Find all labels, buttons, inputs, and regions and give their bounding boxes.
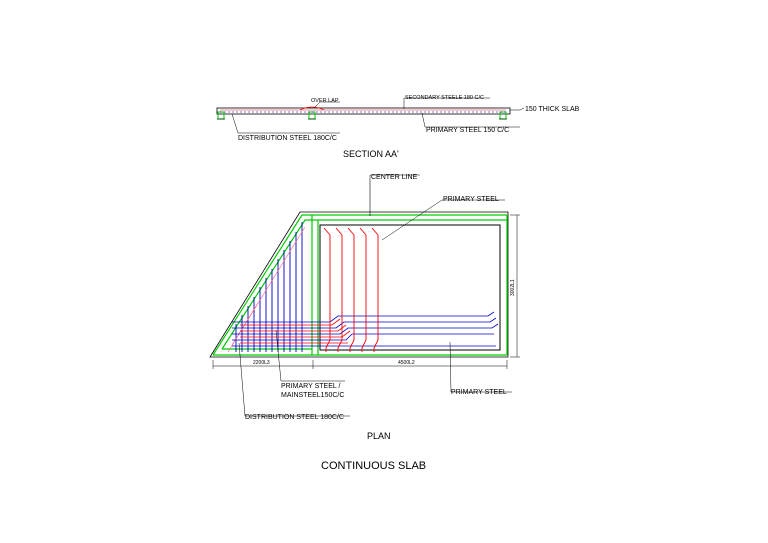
- section-support-mid: [308, 111, 316, 120]
- plan-beams: [212, 214, 508, 356]
- section-support-left: [217, 111, 225, 120]
- dim-left-span: 2200L3: [253, 360, 270, 366]
- plan-diagonal-steel: [227, 226, 306, 353]
- label-primary-steel-main-2: MAINSTEEL150C/C: [281, 392, 344, 399]
- section-overlap-rebar: [299, 106, 325, 111]
- label-secondary-steel: SECONDARY STEELE 180 C/C: [405, 95, 484, 101]
- section-support-right: [499, 111, 507, 120]
- label-primary-steel-main-1: PRIMARY STEEL /: [281, 383, 340, 390]
- plan-main-steel: [232, 311, 499, 347]
- section-slab: [216, 107, 511, 115]
- plan-leaders: [238, 174, 512, 417]
- label-plan-primary-steel-top: PRIMARY STEEL: [443, 196, 499, 203]
- drawing-title: CONTINUOUS SLAB: [321, 460, 426, 472]
- label-over-lap: OVER LAP: [311, 98, 339, 104]
- label-section-distribution-steel: DISTRIBUTION STEEL 180C/C: [238, 135, 337, 142]
- dim-height: 3002L1: [510, 279, 516, 296]
- section-caption: SECTION AA': [343, 149, 399, 159]
- section-aa: OVER LAP SECONDARY STEELE 180 C/C 150 TH…: [216, 95, 580, 159]
- plan-view: 2200L3 4500L2 3002L1 CENTER LINE PRIMARY…: [209, 174, 520, 441]
- plan-primary-steel: [323, 227, 379, 352]
- plan-caption: PLAN: [367, 431, 391, 441]
- label-thick-slab: 150 THICK SLAB: [525, 106, 580, 113]
- dim-right-span: 4500L2: [398, 360, 415, 366]
- label-plan-distribution-steel: DISTRIBUTION STEEL 180C/C: [245, 414, 344, 421]
- label-section-primary-steel: PRIMARY STEEL 150 C/C: [426, 127, 509, 134]
- label-plan-primary-steel-right: PRIMARY STEEL: [451, 389, 507, 396]
- label-center-line: CENTER LINE: [371, 174, 418, 181]
- plan-right-panel: [319, 224, 501, 351]
- plan-distribution-steel: [235, 222, 303, 352]
- plan-slab-outline: [209, 211, 509, 358]
- plan-dimension-lines: [212, 214, 520, 369]
